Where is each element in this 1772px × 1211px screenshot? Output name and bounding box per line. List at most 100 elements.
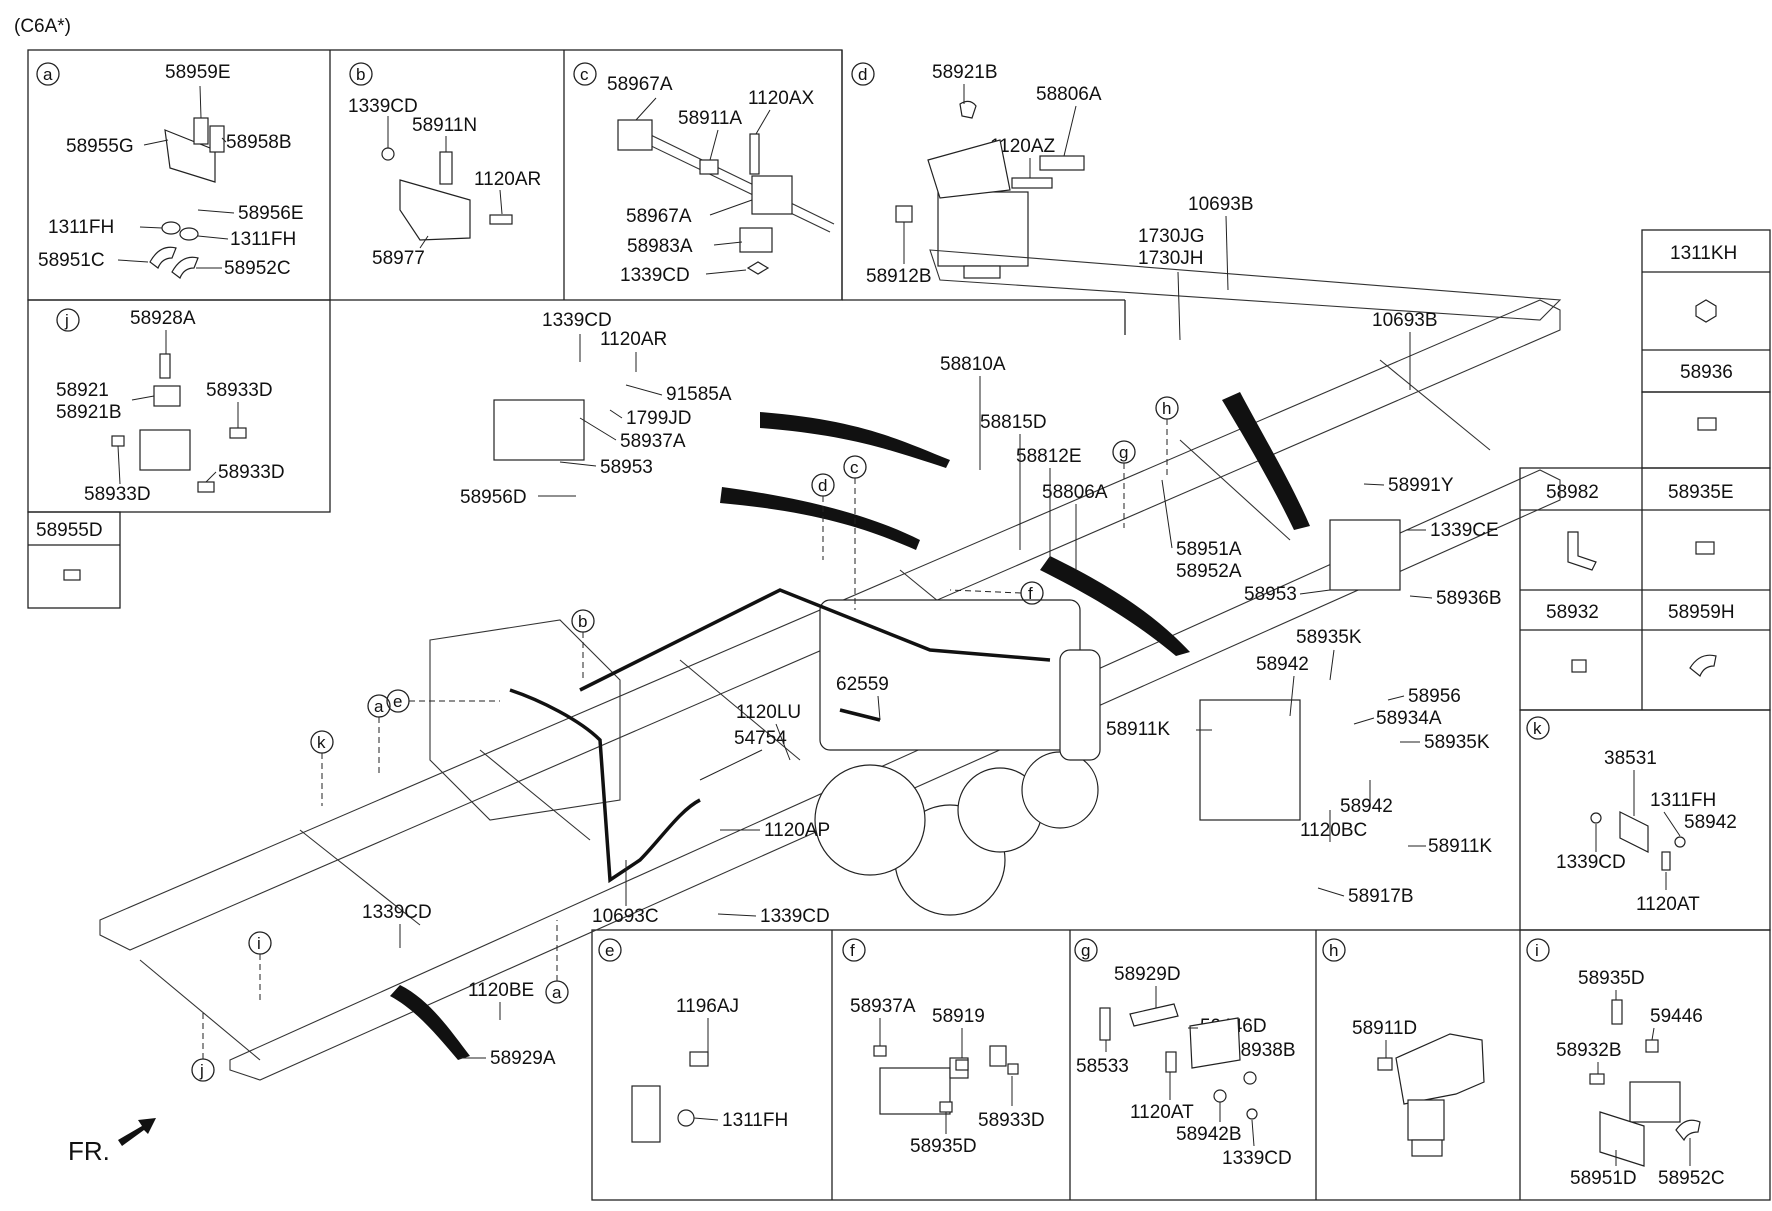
callout-letter: b	[578, 612, 587, 631]
main-leaders	[399, 215, 1433, 1059]
detail-box-d: d 58921B 58806A 1120AZ 58912B	[851, 62, 1102, 287]
part-label: 1311FH	[722, 1110, 788, 1131]
part-label: 58921B	[932, 62, 998, 83]
tee-fitting-icon	[153, 385, 181, 407]
brake-line	[617, 129, 831, 233]
part-label: 54754	[734, 728, 787, 749]
detail-box-e: e 1196AJ 1311FH	[598, 938, 788, 1143]
callout-letter: g	[1119, 443, 1128, 462]
fitting-icon	[439, 151, 453, 185]
part-label: 58956E	[238, 203, 304, 224]
part-label: 58952A	[1176, 561, 1242, 582]
detail-box-a: a 58959E 58955G 58958B 58956E 1311FH 131…	[36, 62, 304, 279]
part-label: 58815D	[980, 412, 1047, 433]
valve-icon	[139, 429, 191, 471]
single-parts-grid: 1311KH 58936 58982 58935E 58932 58959H	[1519, 229, 1771, 931]
callout-letter: j	[199, 1061, 204, 1080]
callout-letter: g	[1081, 941, 1090, 960]
part-label: 58806A	[1042, 482, 1108, 503]
part-label: 1120AT	[1636, 894, 1700, 915]
part-label: 58912B	[866, 266, 932, 287]
part-label: 58951D	[1570, 1168, 1637, 1189]
detail-box-g: g 58929D 59446D 58533 58938B 1120AT 5894…	[1074, 938, 1296, 1169]
callout-letter: d	[858, 65, 867, 84]
detail-box-j	[27, 299, 331, 513]
part-label: 58983A	[627, 236, 693, 257]
fitting-icon	[699, 159, 719, 175]
part-label: 1339CD	[542, 310, 612, 331]
air-tank	[1021, 751, 1099, 829]
valve-body-icon	[1129, 1003, 1179, 1027]
part-label: 58952C	[1658, 1168, 1725, 1189]
valve-icon	[1629, 1081, 1681, 1123]
fitting-icon	[1039, 155, 1085, 171]
valve-port-icon	[1411, 1139, 1443, 1157]
part-label: 1120AT	[1130, 1102, 1194, 1123]
callout-letter: h	[1162, 399, 1171, 418]
part-label: 91585A	[666, 384, 732, 405]
callout-letter: c	[850, 458, 859, 477]
nut-icon	[1674, 836, 1686, 848]
diagram-code: (C6A*)	[14, 16, 71, 37]
part-label: 58952C	[224, 258, 291, 279]
frame-rail-right	[229, 469, 1561, 1081]
main-callouts: a b c d e f g h i j k a	[191, 396, 1179, 1082]
fitting-icon	[1589, 1073, 1605, 1085]
part-label: 58934A	[1376, 708, 1442, 729]
fitting-icon	[229, 427, 247, 439]
part-label: 1120BE	[468, 980, 534, 1001]
part-label: 1311FH	[1650, 790, 1716, 811]
fitting-icon	[111, 435, 125, 447]
part-label: 58911A	[678, 108, 742, 129]
fitting-icon	[1377, 1057, 1393, 1071]
callout-letter: c	[580, 65, 589, 84]
part-label: 58932B	[1556, 1040, 1622, 1061]
callout-letter: e	[393, 692, 402, 711]
part-label: 1730JH	[1138, 248, 1204, 269]
valve-port-icon	[963, 265, 1001, 279]
part-label: 58921	[56, 380, 109, 401]
detail-row-bottom	[591, 929, 1771, 1201]
bolt-icon	[1099, 1007, 1111, 1041]
detail-box-f: f 58937A 58919 58933D 58935D	[842, 938, 1045, 1157]
main-part-labels: 1339CD 1120AR 91585A 1799JD 58937A 58953…	[362, 194, 1502, 1069]
callout-letter: i	[1535, 941, 1539, 960]
callout-letter: f	[850, 941, 855, 960]
part-label: 1339CE	[1430, 520, 1499, 541]
part-label: 58942	[1684, 812, 1737, 833]
air-hoses	[390, 392, 1310, 1060]
part-label: 1120AR	[474, 169, 541, 190]
valve-body-icon	[937, 191, 1029, 267]
part-label: 1120LU	[736, 702, 801, 723]
valve-body-icon	[1407, 1099, 1445, 1141]
part-label: 58935K	[1424, 732, 1490, 753]
part-label: 58911K	[1428, 836, 1492, 857]
part-label: 58935D	[1578, 968, 1645, 989]
fitting-icon	[197, 481, 215, 493]
fitting-icon	[159, 353, 171, 379]
part-label: 58810A	[940, 354, 1006, 375]
washer-icon	[1213, 1089, 1227, 1103]
fitting-icon	[1645, 1039, 1659, 1053]
part-label: 1339CD	[362, 902, 432, 923]
elbow-icon	[1689, 654, 1717, 677]
part-label: 1311FH	[230, 229, 296, 250]
part-label: 1196AJ	[676, 996, 739, 1017]
nut-icon	[746, 261, 770, 275]
part-label: 58928A	[130, 308, 196, 329]
callout-letter: h	[1329, 941, 1338, 960]
callout-letter: i	[257, 934, 261, 953]
part-label: 58917B	[1348, 886, 1414, 907]
callout-letter: b	[356, 65, 365, 84]
callout-letter: k	[1533, 719, 1542, 738]
callout-letter: j	[64, 311, 69, 330]
part-label: 58955D	[36, 520, 103, 541]
nut-icon	[1590, 812, 1602, 824]
chassis-frame	[99, 249, 1562, 1081]
part-label: 58956D	[460, 487, 527, 508]
part-label: 58953	[1244, 584, 1297, 605]
front-label: FR.	[68, 1136, 110, 1166]
part-label: 58929A	[490, 1048, 556, 1069]
part-label: 58935E	[1668, 482, 1734, 503]
fitting-icon	[895, 205, 913, 223]
